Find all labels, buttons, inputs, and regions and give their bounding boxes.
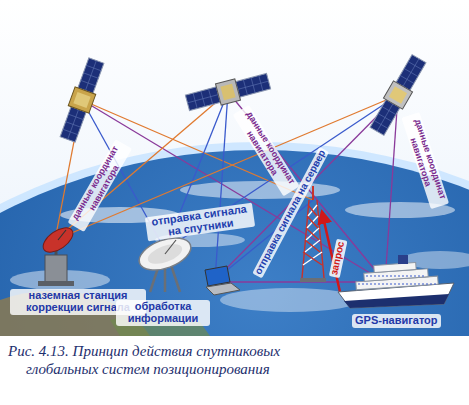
radio-tower-part (302, 200, 324, 278)
correction-station-part (45, 255, 67, 283)
correction-station-part (58, 230, 66, 240)
satellite-dish (135, 232, 195, 292)
correction-station (38, 223, 77, 286)
radio-tower-part (303, 205, 322, 265)
satellite-dish-part (165, 240, 176, 254)
satellite-part (220, 84, 235, 101)
signal-lines-part (82, 100, 385, 282)
radio-tower-part (312, 186, 314, 200)
satellite-part (185, 87, 220, 111)
satellite-dish-part (145, 240, 184, 267)
satellite-part (78, 58, 104, 94)
ship-part (398, 255, 408, 264)
signal-lines-part (228, 92, 385, 282)
laptop-part (205, 266, 230, 286)
signal-lines (55, 92, 398, 282)
satellite-part (68, 87, 96, 113)
radio-tower (300, 186, 326, 282)
satellite-part (60, 107, 86, 143)
ship-part (374, 263, 416, 273)
clouds-part (180, 181, 340, 199)
figure-caption: Рис. 4.13. Принцип действия спутниковых … (8, 342, 326, 378)
background-part (0, 150, 469, 336)
laptop-part (206, 283, 240, 295)
ship (338, 255, 454, 308)
satellite-part (383, 81, 412, 109)
laptop (205, 266, 240, 295)
ship-part (358, 276, 436, 284)
satellite (185, 71, 272, 114)
satellite-part (236, 73, 271, 97)
background (0, 0, 469, 336)
ship-part (344, 294, 449, 308)
satellite-part (185, 87, 220, 111)
satellite (57, 57, 106, 143)
radio-tower-part (303, 205, 322, 265)
satellite-part (60, 107, 86, 143)
illustration (0, 0, 469, 336)
satellite-part (78, 58, 104, 94)
station-label: обработка информации (116, 300, 210, 326)
signal-lines-part (215, 95, 398, 280)
correction-station-part (38, 281, 74, 286)
correction-station-part (39, 223, 77, 257)
satellite-part (73, 92, 90, 108)
signal-lines-part (215, 92, 228, 280)
radio-tower-part (300, 278, 326, 282)
device-label: GPS-навигатор (352, 314, 441, 328)
satellite-part (236, 73, 271, 97)
satellite-part (389, 86, 407, 103)
satellite-part (215, 79, 240, 105)
background-part (0, 142, 469, 336)
